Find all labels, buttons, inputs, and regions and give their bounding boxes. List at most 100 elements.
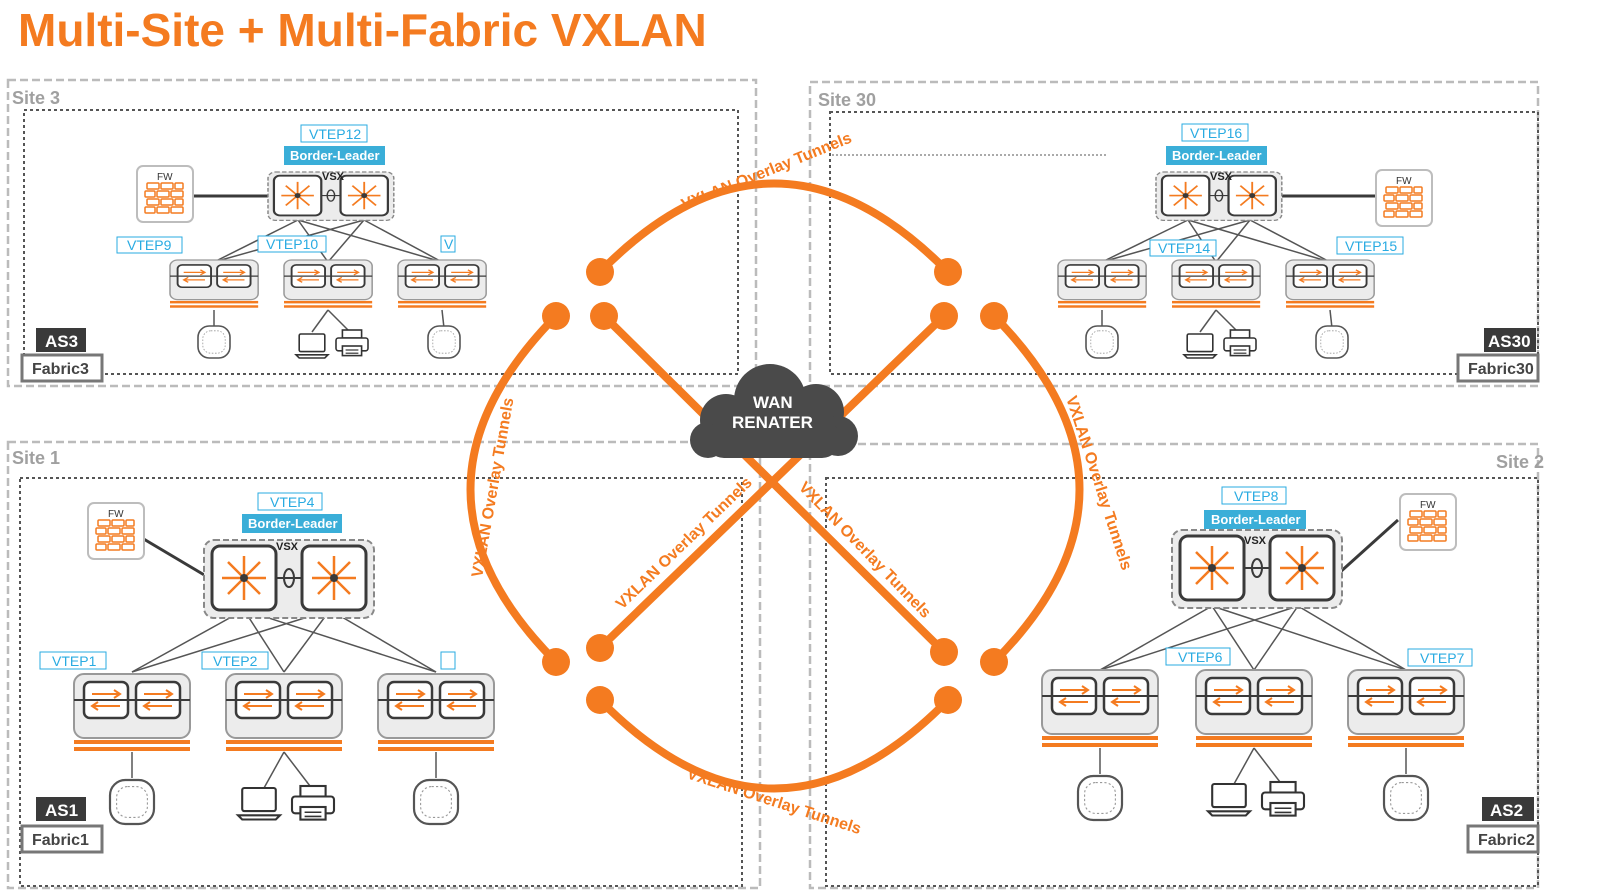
access-point-icon [1315,325,1349,359]
access-switch-icon [224,672,344,753]
access-point-icon [197,325,231,359]
wan-provider-label: RENATER [732,413,813,432]
site-30-region: Site 30 [808,80,1540,388]
access-switch-icon [1285,259,1376,309]
access-point-icon [1085,325,1119,359]
vtep-label: V [444,236,454,252]
fw-label: FW [1396,176,1412,187]
tunnel-left [466,312,560,666]
vtep-label: VTEP9 [127,237,172,253]
printer-icon [290,784,336,821]
overlay-tunnels [466,179,1084,793]
access-switch-icon [169,259,260,309]
tunnel-label-left: VXLAN Overlay Tunnels [469,396,517,578]
fabric-badge: Fabric1 [32,832,89,849]
vtep-label: VTEP2 [213,653,258,669]
fw-label: FW [1420,500,1436,511]
vtep-label: VTEP14 [1158,240,1210,256]
tunnel-label-diagonal-up: VXLAN Overlay Tunnels [613,474,756,613]
vtep-label: VTEP1 [52,653,97,669]
vtep-label: VTEP4 [270,494,315,510]
vsx-label: VSX [1210,171,1233,183]
access-switch-icon [1346,668,1466,749]
cloud-icon [690,364,858,458]
vtep-label: VTEP12 [309,126,361,142]
laptop-icon [1206,782,1252,817]
site-label: Site 1 [12,448,60,468]
access-switch-icon [283,259,374,309]
border-leader-badge: Border-Leader [1211,512,1301,527]
site-label: Site 2 [1496,452,1544,472]
vsx-label: VSX [1244,535,1267,547]
access-point-icon [1382,774,1430,822]
access-switch-icon [376,672,496,753]
printer-icon [1260,780,1306,817]
printer-icon [335,329,369,357]
access-switch-icon [1057,259,1148,309]
tunnel-endpoint [590,302,618,330]
as-badge: AS1 [45,801,78,820]
fabric-badge: Fabric30 [1468,361,1534,378]
site-3-region: Site 3 [6,78,758,388]
site-3-fabric: FW VSX VTEP12 Border-Leader VTEP9 VTEP10… [20,124,488,383]
access-point-icon [1076,774,1124,822]
tunnel-endpoint [542,648,570,676]
border-leader-badge: Border-Leader [248,516,338,531]
border-leader-badge: Border-Leader [1172,148,1262,163]
tunnel-endpoint [934,686,962,714]
vtep-label: VTEP10 [266,236,318,252]
printer-icon [1223,329,1257,357]
wan-label: WAN [753,393,793,412]
access-switch-icon [1194,668,1314,749]
tunnel-label-top-left: VXLAN Overlay Tunnels [679,130,854,214]
vsx-label: VSX [276,541,299,553]
site-label: Site 3 [12,88,60,108]
tunnel-top [596,179,952,276]
laptop-icon [1183,333,1217,359]
tunnel-endpoint [980,648,1008,676]
tunnel-endpoint [930,302,958,330]
tunnel-endpoints [542,258,1008,714]
tunnel-endpoint [586,258,614,286]
site-1-region: Site 1 [6,440,762,890]
as-badge: AS2 [1490,801,1523,820]
vtep-label: VTEP16 [1190,125,1242,141]
access-switch-icon [1040,668,1160,749]
vtep-label: VTEP8 [1234,488,1279,504]
fw-label: FW [157,172,173,183]
access-point-icon [427,325,461,359]
laptop-icon [295,333,329,359]
border-leader-badge: Border-Leader [290,148,380,163]
laptop-icon [236,786,282,821]
vsx-label: VSX [322,171,345,183]
access-switch-icon [397,259,488,309]
tunnel-endpoint [586,686,614,714]
page-title: Multi-Site + Multi-Fabric VXLAN [18,4,707,56]
tunnel-endpoint [586,634,614,662]
vtep-label: VTEP6 [1178,649,1223,665]
site-1-fabric: FW VSX VTEP4 Border-Leader VTEP1 VTEP2 A… [20,492,496,854]
tunnel-diagonal-up [596,312,948,652]
site-2-region: Site 2 [808,442,1544,890]
fw-label: FW [108,509,124,520]
vtep-label: VTEP7 [1420,650,1465,666]
access-switch-icon [72,672,192,753]
access-switch-icon [1171,259,1262,309]
tunnel-endpoint [980,302,1008,330]
as-badge: AS3 [45,332,78,351]
vtep-label: VTEP15 [1345,238,1397,254]
tunnel-bottom [596,696,952,793]
site-label: Site 30 [818,90,876,110]
access-point-icon [108,778,156,826]
tunnel-endpoint [934,258,962,286]
site-2-fabric: FW VSX VTEP8 Border-Leader VTEP6 VTEP7 A… [1040,486,1540,854]
access-point-icon [412,778,460,826]
tunnel-endpoint [542,302,570,330]
tunnel-right [990,312,1084,666]
tunnel-endpoint [930,638,958,666]
site-30-fabric: FW VSX VTEP16 Border-Leader VTEP14 VTEP1… [1057,123,1540,383]
fabric-badge: Fabric3 [32,361,89,378]
as-badge: AS30 [1488,332,1531,351]
fabric-badge: Fabric2 [1478,832,1535,849]
